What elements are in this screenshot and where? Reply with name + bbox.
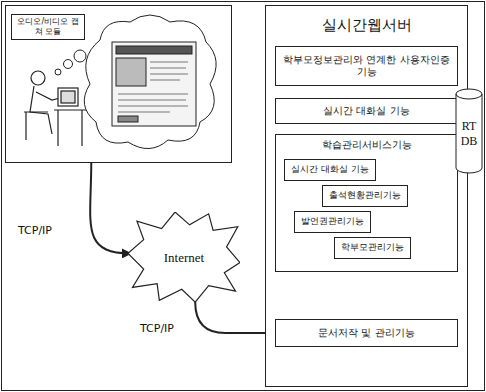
box-label: 발언권관리기능 xyxy=(301,216,364,227)
module-caption: 오디오/비디오 캡쳐 모듈 xyxy=(15,17,81,37)
database-cylinder: RT DB xyxy=(455,88,483,174)
protocol-label: TCP/IP xyxy=(16,224,54,237)
tcp-connector xyxy=(90,163,130,253)
box-label: RT DB xyxy=(455,119,483,149)
sub-function-box: 발언권관리기능 xyxy=(294,211,371,233)
box-label: 문서저작 및 관리기능 xyxy=(318,327,414,340)
box-title: 실시간웹서버 xyxy=(270,16,463,35)
box-label: 실시간 대화실 기능 xyxy=(291,164,369,175)
box-label: Internet xyxy=(164,250,204,266)
server-box: 실시간웹서버학부모정보관리와 연계한 사용자인증기능실시간 대화실 기능학습관리… xyxy=(265,5,468,387)
function-box: 문서저작 및 관리기능 xyxy=(275,319,458,347)
internet-cloud: Internet xyxy=(128,212,240,304)
function-box: 실시간 대화실 기능 xyxy=(275,98,458,124)
box-label: 학부모정보관리와 연계한 사용자인증기능 xyxy=(281,54,452,79)
caption-frame: 오디오/비디오 캡쳐 모듈 xyxy=(11,14,85,40)
box-label: 학부모관리기능 xyxy=(341,242,404,253)
server-box: 학습관리서비스기능실시간 대화실 기능출석현황관리기능발언권관리기능학부모관리기… xyxy=(275,134,458,272)
tcp-connector xyxy=(195,302,275,333)
client-panel: 오디오/비디오 캡쳐 모듈 xyxy=(5,5,232,163)
user-figure xyxy=(24,71,86,146)
sub-function-box: 실시간 대화실 기능 xyxy=(284,159,376,181)
function-box: 학부모정보관리와 연계한 사용자인증기능 xyxy=(275,46,458,86)
box-label: 출석현황관리기능 xyxy=(329,190,401,201)
box-label: 실시간 대화실 기능 xyxy=(323,105,409,118)
protocol-label: TCP/IP xyxy=(138,322,176,335)
sub-function-box: 학부모관리기능 xyxy=(334,237,411,259)
box-title: 학습관리서비스기능 xyxy=(280,139,453,152)
sub-function-box: 출석현황관리기능 xyxy=(322,185,408,207)
